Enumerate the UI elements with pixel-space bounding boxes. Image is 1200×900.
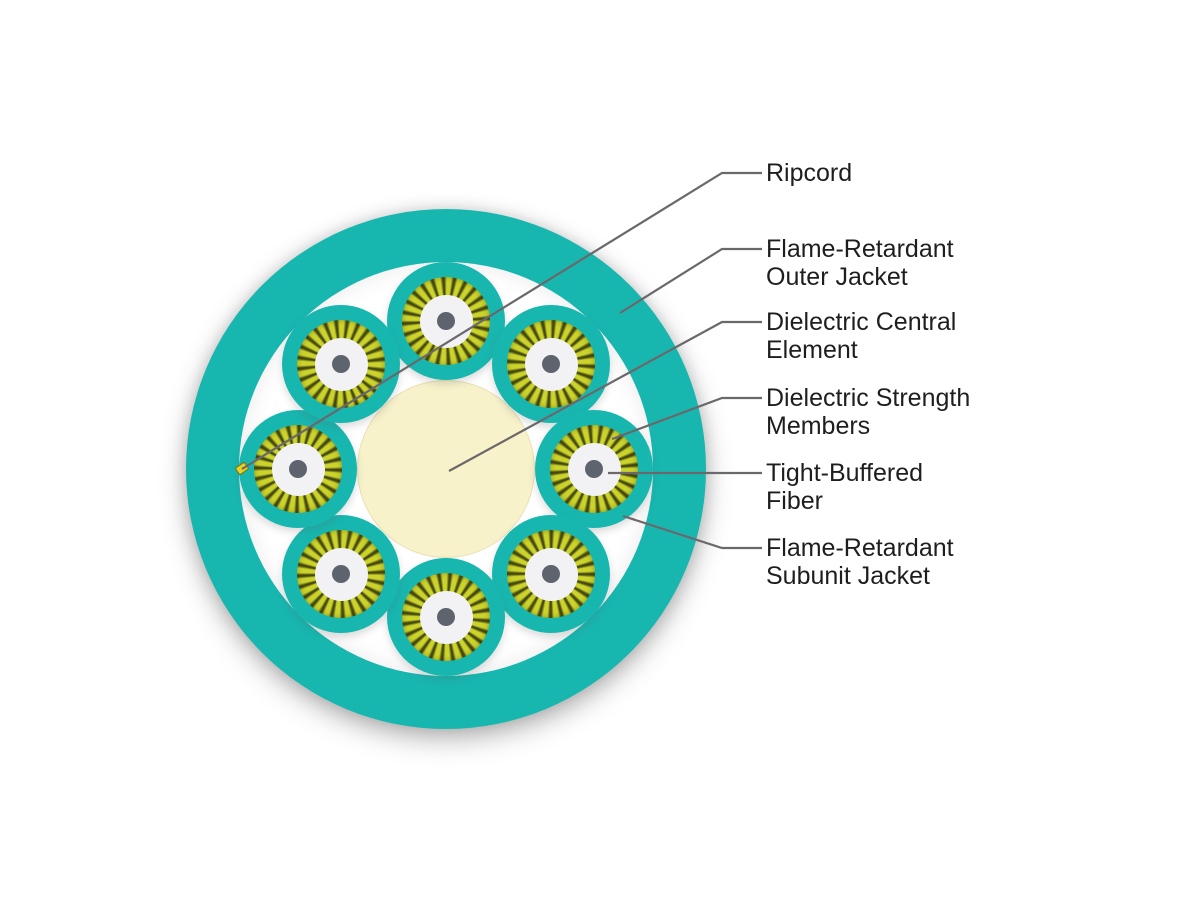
label-line: Flame-Retardant [766,534,954,562]
label-strength-members: Dielectric Strength Members [766,384,970,440]
label-line: Subunit Jacket [766,562,930,590]
fiber-subunit [387,558,505,676]
fiber-subunit [239,410,357,528]
label-line: Fiber [766,487,823,515]
label-ripcord: Ripcord [766,159,852,187]
label-line: Dielectric Central [766,308,957,336]
fiber-core [585,460,603,478]
label-subunit-jacket: Flame-Retardant Subunit Jacket [766,534,954,590]
fiber-subunit [492,515,610,633]
dielectric-central-element [357,380,535,558]
fiber-core [437,312,455,330]
fiber-core [542,355,560,373]
fiber-core [332,565,350,583]
label-line: Dielectric Strength [766,384,971,412]
label-line: Element [766,336,858,364]
leader-line-ripcord [241,171,762,470]
fiber-core [332,355,350,373]
label-line: Members [766,412,871,440]
fiber-core [437,608,455,626]
label-line: Flame-Retardant [766,235,954,263]
leader-line-central-element [448,320,762,472]
leader-line-outer-jacket [619,247,762,314]
fiber-subunit [492,305,610,423]
leader-line-subunit-jacket [622,514,762,550]
fiber-core [542,565,560,583]
label-line: Outer Jacket [766,263,908,291]
fiber-subunit [282,305,400,423]
label-outer-jacket: Flame-Retardant Outer Jacket [766,235,954,291]
leader-line-strength-members [611,396,762,441]
fiber-subunit [387,262,505,380]
label-line: Ripcord [766,159,853,187]
label-central-element: Dielectric Central Element [766,308,956,364]
fiber-core [289,460,307,478]
fiber-subunit [282,515,400,633]
label-tight-buffered-fiber: Tight-Buffered Fiber [766,459,923,515]
label-line: Tight-Buffered [766,459,924,487]
fiber-subunit [535,410,653,528]
